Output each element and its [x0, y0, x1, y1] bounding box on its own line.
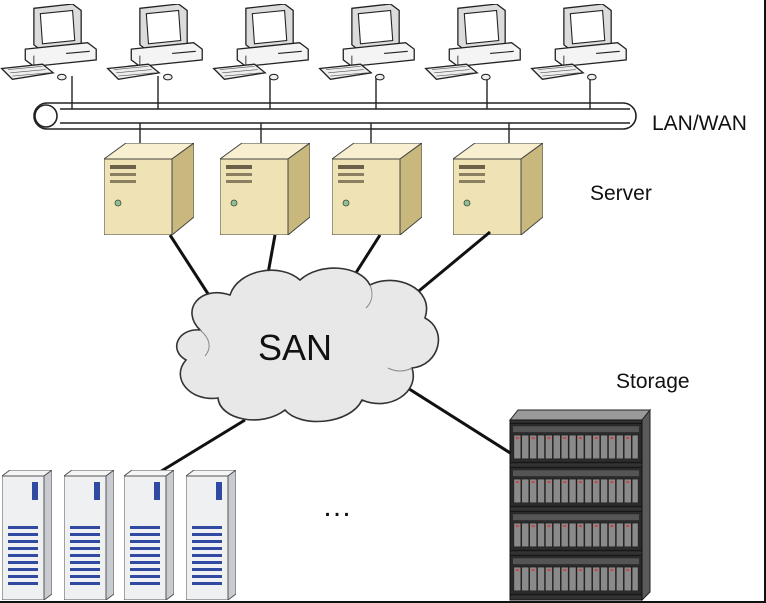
- server-label: Server: [590, 182, 652, 205]
- storage-tower-icon: [64, 470, 114, 600]
- storage-label: Storage: [616, 370, 690, 393]
- desktop-computer-icon: [212, 4, 309, 81]
- san-label: SAN: [258, 327, 332, 368]
- server-tower-icon: [104, 143, 194, 235]
- server-connectors: [139, 123, 510, 146]
- storage-towers: [2, 470, 236, 600]
- server-tower-icon: [453, 143, 543, 235]
- frame-bottom-edge: [0, 601, 766, 603]
- frame-right-edge: [764, 0, 766, 603]
- client-connectors: [71, 76, 591, 109]
- san-storage-links: [149, 378, 516, 480]
- lan-wan-label: LAN/WAN: [652, 112, 747, 135]
- desktop-computer-icon: [318, 4, 415, 81]
- desktop-computer-icon: [0, 4, 97, 81]
- storage-tower-icon: [2, 470, 52, 600]
- san-cloud-icon: [175, 267, 440, 423]
- servers: [104, 143, 543, 235]
- storage-tower-icon: [124, 470, 174, 600]
- storage-tower-icon: [186, 470, 236, 600]
- lan-wan-bus: [33, 102, 637, 130]
- server-tower-icon: [332, 143, 422, 235]
- desktop-computer-icon: [530, 4, 627, 81]
- desktop-computer-icon: [424, 4, 521, 81]
- server-tower-icon: [220, 143, 310, 235]
- disk-array-rack-icon: [508, 408, 652, 602]
- desktop-computer-icon: [106, 4, 203, 81]
- ellipsis-label: …: [322, 490, 352, 523]
- client-computers: [0, 4, 627, 81]
